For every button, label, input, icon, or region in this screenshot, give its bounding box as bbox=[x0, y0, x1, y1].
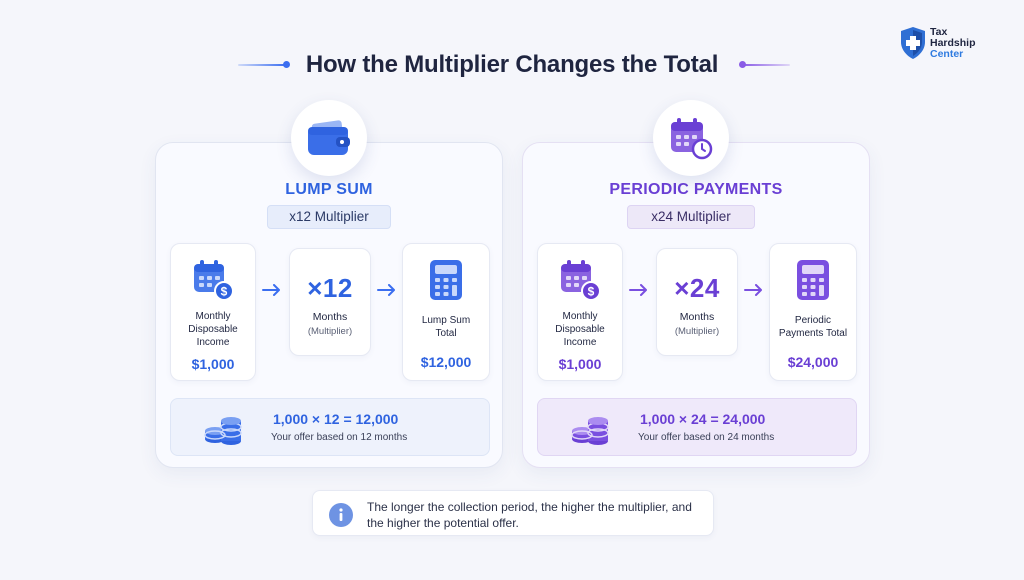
income-value: $1,000 bbox=[191, 356, 235, 372]
title-decor-dot-left bbox=[283, 61, 290, 68]
income-value: $1,000 bbox=[558, 356, 602, 372]
months-label: Months bbox=[679, 311, 715, 323]
title-decor-line-right bbox=[742, 64, 790, 66]
shield-logo-icon bbox=[901, 27, 925, 59]
tax-hardship-center-logo: Tax Hardship Center bbox=[899, 26, 989, 62]
calendar-dollar-icon: $ bbox=[561, 260, 601, 301]
wallet-icon bbox=[308, 120, 350, 155]
periodic-payments-icon-badge bbox=[653, 100, 729, 176]
info-icon bbox=[329, 503, 353, 527]
title-row: How the Multiplier Changes the Total bbox=[0, 50, 1024, 80]
panel-title: LUMP SUM bbox=[285, 181, 373, 198]
formula-note: Your offer based on 24 months bbox=[638, 432, 775, 443]
arrow-right-icon bbox=[377, 284, 395, 296]
multiplier-value: ×12 bbox=[307, 273, 353, 303]
months-label: Months bbox=[312, 311, 348, 323]
multiplier-pill: x24 Multiplier bbox=[627, 205, 755, 229]
logo-text-line2: Hardship bbox=[930, 37, 976, 49]
multiplier-sublabel: (Multiplier) bbox=[307, 326, 353, 337]
coins-stack-icon bbox=[204, 417, 242, 445]
svg-text:$: $ bbox=[221, 285, 228, 299]
arrow-right-icon bbox=[744, 284, 762, 296]
calculator-icon bbox=[430, 260, 462, 300]
multiplier-pill: x12 Multiplier bbox=[267, 205, 391, 229]
formula-box: 1,000 × 24 = 24,000 Your offer based on … bbox=[537, 398, 857, 456]
calendar-clock-icon bbox=[671, 118, 713, 160]
coins-stack-icon bbox=[571, 417, 609, 445]
panel-title: PERIODIC PAYMENTS bbox=[609, 181, 783, 198]
logo-text-line3: Center bbox=[930, 48, 964, 60]
logo-text-line1: Tax bbox=[930, 26, 948, 38]
multiplier-card: ×12 Months (Multiplier) bbox=[289, 248, 371, 356]
calculator-icon bbox=[797, 260, 829, 300]
formula-note: Your offer based on 12 months bbox=[271, 432, 408, 443]
multiplier-sublabel: (Multiplier) bbox=[674, 326, 720, 337]
title-decor-line-left bbox=[238, 64, 286, 66]
formula-box: 1,000 × 12 = 12,000 Your offer based on … bbox=[170, 398, 490, 456]
arrow-right-icon bbox=[262, 284, 280, 296]
periodic-payments-panel: PERIODIC PAYMENTS x24 Multiplier $ Month… bbox=[522, 142, 870, 468]
arrow-right-icon bbox=[629, 284, 647, 296]
info-text: The longer the collection period, the hi… bbox=[367, 500, 692, 530]
lump-sum-icon-badge bbox=[291, 100, 367, 176]
logo-text: Tax Hardship Center bbox=[930, 27, 976, 60]
total-value: $24,000 bbox=[787, 354, 839, 370]
total-value: $12,000 bbox=[420, 354, 472, 370]
calendar-dollar-icon: $ bbox=[194, 260, 234, 301]
multiplier-value: ×24 bbox=[674, 273, 720, 303]
equation: 1,000 × 12 = 12,000 bbox=[273, 411, 399, 427]
svg-text:$: $ bbox=[588, 285, 595, 299]
page-title: How the Multiplier Changes the Total bbox=[305, 51, 719, 78]
info-callout: The longer the collection period, the hi… bbox=[312, 490, 714, 536]
equation: 1,000 × 24 = 24,000 bbox=[640, 411, 766, 427]
multiplier-card: ×24 Months (Multiplier) bbox=[656, 248, 738, 356]
